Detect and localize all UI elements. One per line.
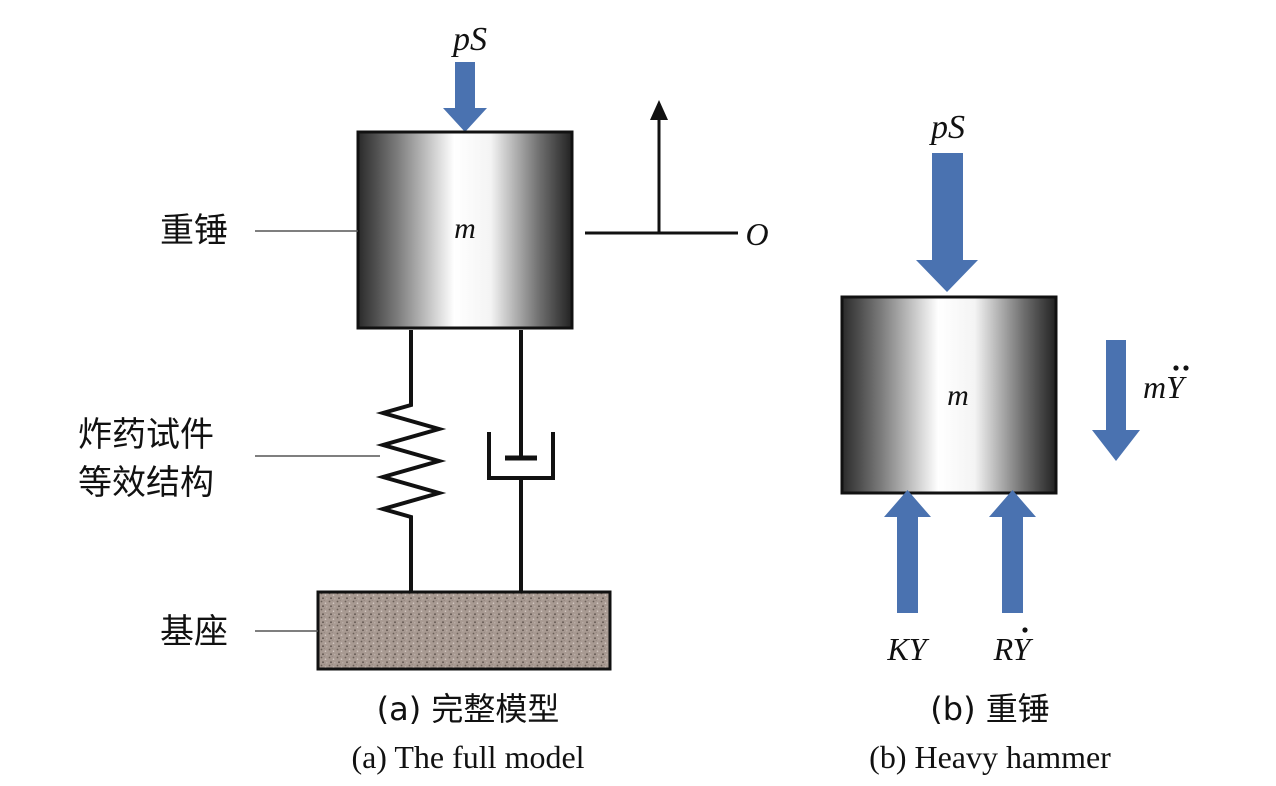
panel-b-inertia-double-dot (1173, 365, 1189, 371)
panel-a-spring-callout-line2: 等效结构 (78, 463, 214, 503)
panel-b-hammer-body (840, 295, 1058, 495)
panel-a-mass-label: m (454, 212, 476, 245)
panel-b-inertia-label: mY (1143, 369, 1187, 405)
panel-a-caption-en: (a) The full model (351, 739, 584, 775)
panel-a-base-block (316, 590, 612, 671)
panel-a-hammer-body (356, 130, 574, 330)
panel-b-damper-force-label: RY (993, 631, 1034, 667)
panel-b-caption-cn: (b) 重锤 (930, 690, 1049, 728)
panel-b-damper-force-dot (1022, 627, 1028, 633)
panel-a-spring-callout-line1: 炸药试件 (78, 415, 214, 455)
panel-a-hammer-callout: 重锤 (160, 211, 228, 251)
panel-a-full-model: pS m O 重锤 炸药试件 等效结构 基座 (a) 完整模型 (78, 21, 769, 775)
panel-a-spring (375, 330, 447, 592)
panel-b-damper-force-arrow (989, 490, 1036, 613)
panel-b-spring-force-label: KY (886, 631, 929, 667)
panel-b-force-arrow (916, 153, 978, 292)
panel-a-origin-label: O (745, 216, 768, 252)
panel-b-spring-force-arrow (884, 490, 931, 613)
panel-b-heavy-hammer: pS m mY KY RY (b) 重锤 (b) Heavy hammer (840, 109, 1189, 775)
panel-a-axis-arrowhead (650, 100, 668, 120)
panel-a-caption-cn: (a) 完整模型 (377, 690, 560, 728)
panel-a-force-label: pS (451, 21, 487, 58)
panel-b-force-label: pS (929, 109, 965, 146)
panel-b-inertia-arrow (1092, 340, 1140, 461)
panel-a-force-arrow (443, 62, 487, 132)
panel-a-damper (487, 330, 555, 592)
panel-b-caption-en: (b) Heavy hammer (869, 739, 1111, 775)
panel-a-base-callout: 基座 (160, 612, 228, 652)
panel-b-mass-label: m (947, 379, 969, 412)
